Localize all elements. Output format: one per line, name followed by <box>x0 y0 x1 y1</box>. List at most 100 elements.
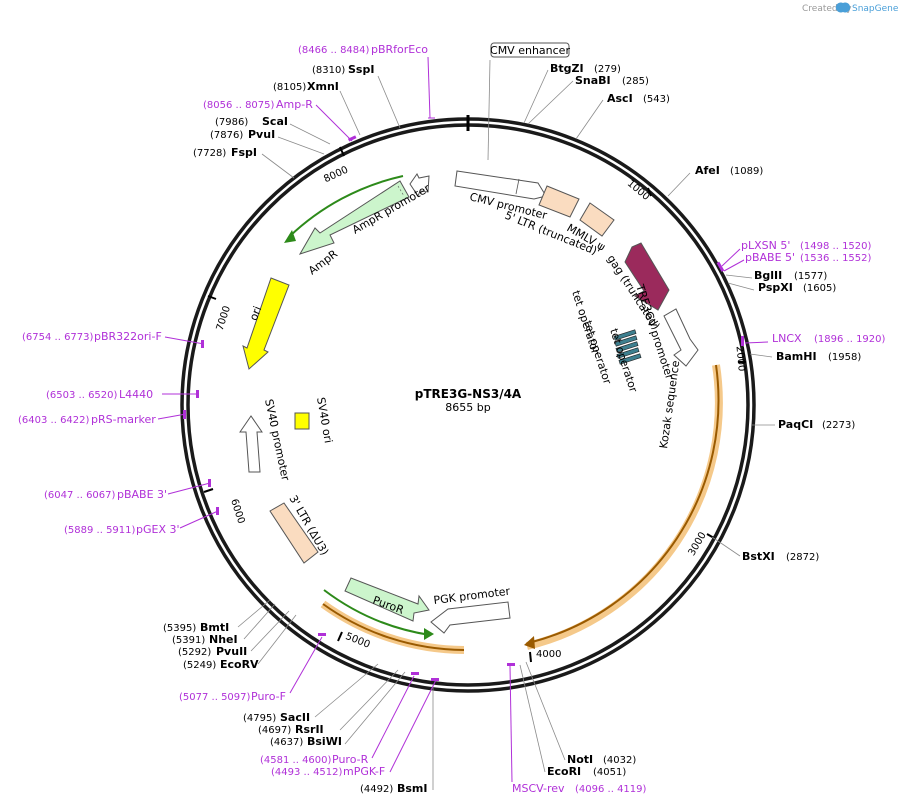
enzyme-name-bsiwi[interactable]: BsiWI <box>307 735 342 748</box>
feature-pgk-promoter[interactable]: PGK promoter <box>430 585 511 634</box>
tre3gv-arrow[interactable] <box>663 308 699 367</box>
ori-arrow[interactable] <box>242 277 290 370</box>
primer-name-l4440[interactable]: L4440 <box>119 388 153 401</box>
primer-name-lncx[interactable]: LNCX <box>772 332 802 345</box>
leader-afei <box>667 172 691 197</box>
ampr-arrow[interactable] <box>298 180 410 255</box>
enzyme-name-afei[interactable]: AfeI <box>695 164 720 177</box>
primer-name-puro-r[interactable]: Puro-R <box>332 753 369 766</box>
sv40-promoter-arrow[interactable] <box>239 415 263 473</box>
enzyme-name-bmti[interactable]: BmtI <box>200 621 229 634</box>
primer-name-prs-marker[interactable]: pRS-marker <box>91 413 156 426</box>
enzyme-pos-sacii: (4795) <box>243 713 276 724</box>
tet-operator-block-4[interactable] <box>616 347 640 359</box>
leader-bsiwi <box>344 671 406 745</box>
enzyme-name-paqci[interactable]: PaqCI <box>778 418 813 431</box>
enzyme-pos-paqci: (2273) <box>822 420 855 431</box>
primer-pos-pbrforeco: (8466 .. 8484) <box>298 45 370 56</box>
enzyme-name-sspi[interactable]: SspI <box>348 63 374 76</box>
insert-arc-glow <box>526 364 723 650</box>
pgk-arrow[interactable] <box>430 601 511 634</box>
cmv-promoter-arrow[interactable] <box>454 170 547 200</box>
puror-arrow[interactable] <box>344 577 430 622</box>
enzyme-name-ecori[interactable]: EcoRI <box>547 765 581 778</box>
sv40-ori-block[interactable] <box>294 412 310 430</box>
enzyme-name-scai[interactable]: ScaI <box>262 115 288 128</box>
enzyme-name-pvui[interactable]: PvuI <box>248 128 275 141</box>
gag-arrow[interactable] <box>624 242 670 311</box>
feature-sv40-ori[interactable]: SV40 ori <box>294 396 335 444</box>
feature-sv40-promoter[interactable]: SV40 promoter <box>239 398 292 482</box>
primer-pos-prs-marker: (6403 .. 6422) <box>18 415 90 426</box>
puro-arc[interactable] <box>322 603 465 651</box>
primer-pos-lncx: (1896 .. 1920) <box>814 334 886 345</box>
insert-arc-head <box>524 636 535 649</box>
primer-name-plxsn[interactable]: pLXSN 5' <box>741 239 790 252</box>
primer-pos-puro-f: (5077 .. 5097) <box>179 692 251 703</box>
enzyme-name-rsrii[interactable]: RsrII <box>295 723 324 736</box>
enzyme-pos-pvui: (7876) <box>210 130 243 141</box>
primer-name-pbrforeco[interactable]: pBRforEco <box>371 43 428 56</box>
enzyme-name-bstxi[interactable]: BstXI <box>742 550 775 563</box>
enzyme-pos-bamhi: (1958) <box>828 352 861 363</box>
enzyme-name-bsmi[interactable]: BsmI <box>397 782 428 795</box>
credit-brand[interactable]: SnapGene <box>852 4 899 14</box>
feature-cmv-promoter[interactable]: CMV promoter <box>454 170 549 222</box>
enzyme-name-noti[interactable]: NotI <box>567 753 593 766</box>
mmlv-psi-block[interactable] <box>579 202 615 237</box>
primer-leader-pbrforeco <box>427 56 431 119</box>
feature-puror[interactable]: PuroR <box>344 577 430 622</box>
tick-mark-8000 <box>339 146 345 157</box>
primer-name-pgex3[interactable]: pGEX 3' <box>136 523 180 536</box>
tet-operator-block-2[interactable] <box>614 335 638 347</box>
primer-name-puro-f[interactable]: Puro-F <box>251 690 286 703</box>
3ltr-block[interactable] <box>269 502 319 564</box>
enzyme-pos-asci: (543) <box>643 94 670 105</box>
enzyme-name-btgzi[interactable]: BtgZI <box>550 62 584 75</box>
insert-arc[interactable] <box>531 364 720 643</box>
enzyme-name-xmni[interactable]: XmnI <box>307 80 339 93</box>
primer-pos-pgex3: (5889 .. 5911) <box>64 525 136 536</box>
primer-name-ampr[interactable]: Amp-R <box>276 98 313 111</box>
tet-operator-block-3[interactable] <box>615 341 639 353</box>
tick-label-7000: 7000 <box>215 305 233 333</box>
feature-3ltr[interactable]: 3' LTR (ΔU3) <box>269 493 331 564</box>
primer-name-pbr322ori[interactable]: pBR322ori-F <box>94 330 162 343</box>
feature-ori[interactable]: ori <box>242 277 290 370</box>
primer-pos-puro-r: (4581 .. 4600) <box>260 755 332 766</box>
enzyme-name-ecorv[interactable]: EcoRV <box>220 658 259 671</box>
puro-green-arc <box>323 589 431 636</box>
leader-pspxi <box>727 282 755 291</box>
leader-rsrii <box>339 669 399 731</box>
tet-operator-block-5[interactable] <box>618 353 642 365</box>
5ltr-block[interactable] <box>538 185 580 218</box>
enzyme-name-bglii[interactable]: BglII <box>754 269 782 282</box>
primer-name-mscv-rev[interactable]: MSCV-rev <box>512 782 565 795</box>
leader-asci <box>575 99 604 140</box>
leader-sspi <box>377 75 401 129</box>
primer-leader-puro-f <box>289 636 323 694</box>
enzyme-name-asci[interactable]: AscI <box>607 92 633 105</box>
enzyme-name-pspxi[interactable]: PspXI <box>758 281 793 294</box>
primer-leader-pbabe5 <box>723 259 745 272</box>
enzyme-pos-xmni: (8105) <box>273 82 306 93</box>
enzyme-name-bamhi[interactable]: BamHI <box>776 350 817 363</box>
feature-tet-operators[interactable]: tet operator tet operator tet operator <box>569 289 642 394</box>
ampr-promoter-arrow[interactable] <box>409 173 430 198</box>
cmv-enhancer-box[interactable] <box>490 42 570 58</box>
enzyme-name-snabi[interactable]: SnaBI <box>575 74 611 87</box>
ampr-label: AmpR <box>306 247 340 277</box>
tet-operator-block-1[interactable] <box>613 329 637 341</box>
primer-name-mpgk-f[interactable]: mPGK-F <box>343 765 385 778</box>
enzyme-name-pvuii[interactable]: PvuII <box>216 645 247 658</box>
primer-name-pbabe5[interactable]: pBABE 5' <box>745 251 795 264</box>
primer-site-markers <box>183 135 744 681</box>
leader-noti <box>525 661 566 761</box>
enzyme-name-fspi[interactable]: FspI <box>231 146 257 159</box>
leader-xmni <box>339 90 361 136</box>
primer-name-pbabe3[interactable]: pBABE 3' <box>117 488 167 501</box>
primer-site-l4440 <box>196 390 199 398</box>
enzyme-name-sacii[interactable]: SacII <box>280 711 310 724</box>
enzyme-name-nhei[interactable]: NheI <box>209 633 238 646</box>
